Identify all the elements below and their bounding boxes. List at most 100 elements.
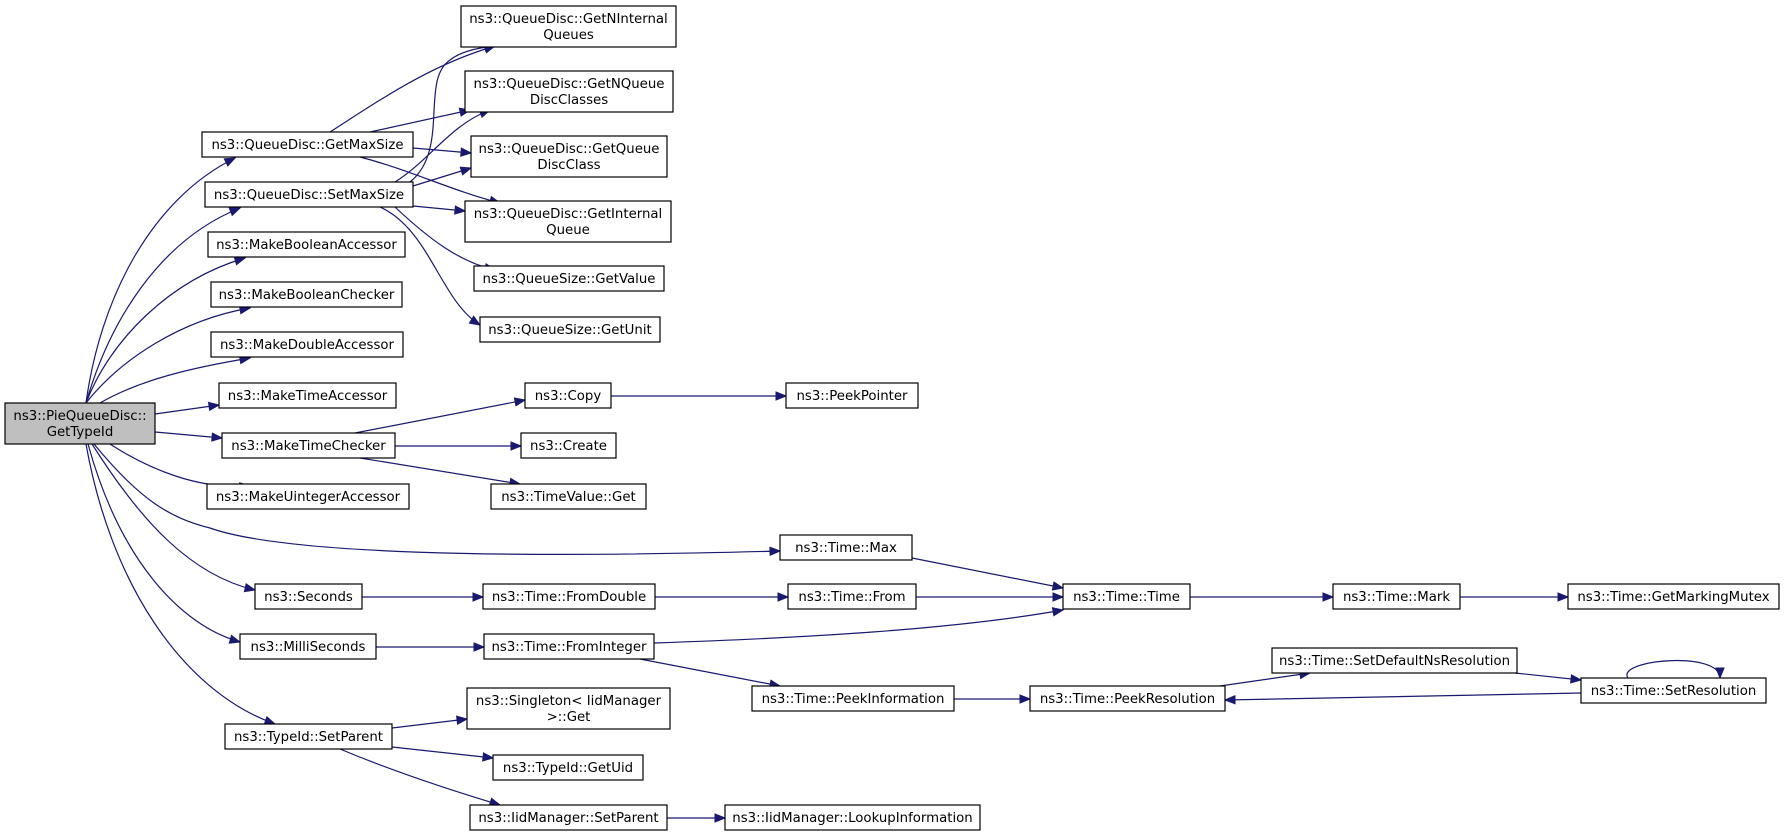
edge-setMaxSize-to-queueSizeGetUnit (379, 206, 482, 326)
node-fromDouble[interactable]: ns3::Time::FromDouble (482, 583, 656, 610)
node-box (254, 583, 363, 610)
arrowhead-icon (1052, 592, 1065, 602)
edge-root-to-getMaxSize (85, 157, 237, 404)
node-setParent[interactable]: ns3::TypeId::SetParent (224, 723, 393, 750)
arrowhead-icon (1322, 592, 1335, 602)
node-label: ns3::Copy (535, 389, 602, 404)
node-timeFrom[interactable]: ns3::Time::From (787, 583, 917, 610)
node-getUid[interactable]: ns3::TypeId::GetUid (492, 754, 644, 781)
node-singletonGet[interactable]: ns3::Singleton< IidManager>::Get (466, 687, 671, 730)
edge-line (85, 257, 246, 404)
node-box (779, 534, 913, 561)
node-box (206, 483, 410, 510)
node-queueSizeGetUnit[interactable]: ns3::QueueSize::GetUnit (479, 316, 661, 343)
arrowhead-icon (1051, 581, 1065, 591)
node-label: ns3::Time::From (798, 590, 905, 605)
node-box (479, 316, 661, 343)
node-box (1029, 685, 1226, 712)
node-timeMax[interactable]: ns3::Time::Max (779, 534, 913, 561)
arrowhead-icon (1715, 667, 1725, 680)
node-timeValueGet[interactable]: ns3::TimeValue::Get (490, 483, 647, 510)
node-makeBooleanChecker[interactable]: ns3::MakeBooleanChecker (210, 281, 403, 308)
edge-line (391, 746, 494, 759)
node-label: ns3::PeekPointer (796, 389, 908, 404)
node-box (469, 804, 668, 831)
node-label: ns3::Seconds (264, 590, 353, 605)
edge-line (87, 443, 241, 643)
node-makeDoubleAccessor[interactable]: ns3::MakeDoubleAccessor (210, 331, 404, 358)
node-timeMark[interactable]: ns3::Time::Mark (1332, 583, 1461, 610)
node-label: GetTypeId (47, 425, 114, 440)
edge-root-to-timeMax (93, 443, 782, 557)
arrowhead-icon (459, 166, 473, 176)
edge-line (359, 156, 501, 204)
node-box (460, 5, 677, 48)
arrowhead-icon (460, 147, 473, 157)
node-label: ns3::QueueDisc::SetMaxSize (214, 188, 404, 203)
node-fromInteger[interactable]: ns3::Time::FromInteger (483, 633, 655, 660)
node-box (1580, 677, 1767, 704)
node-box (787, 583, 917, 610)
node-box (724, 804, 981, 831)
edge-line (154, 431, 223, 439)
arrowhead-icon (777, 592, 790, 602)
node-label: ns3::Time::Mark (1343, 590, 1450, 605)
node-label: ns3::MakeBooleanChecker (219, 288, 395, 303)
node-setMaxSize[interactable]: ns3::QueueDisc::SetMaxSize (204, 181, 414, 208)
arrowhead-icon (482, 752, 495, 762)
node-box (207, 231, 406, 258)
node-peekResolution[interactable]: ns3::Time::PeekResolution (1029, 685, 1226, 712)
edge-root-to-makeTimeChecker (154, 431, 224, 442)
edge-fromInteger-to-peekInformation (639, 658, 782, 689)
node-box (239, 633, 377, 660)
node-label: ns3::TimeValue::Get (501, 490, 636, 505)
node-label: ns3::IidManager::SetParent (478, 811, 658, 826)
edge-setParent-to-iidSetParent (339, 748, 502, 807)
node-iidSetParent[interactable]: ns3::IidManager::SetParent (469, 804, 668, 831)
edge-milliSeconds-to-fromInteger (376, 642, 486, 652)
node-queueSizeGetValue[interactable]: ns3::QueueSize::GetValue (473, 265, 665, 292)
node-label: DiscClasses (530, 93, 608, 108)
node-label: ns3::TypeId::SetParent (234, 730, 383, 745)
node-timeTime[interactable]: ns3::Time::Time (1062, 583, 1191, 610)
node-makeBooleanAccessor[interactable]: ns3::MakeBooleanAccessor (207, 231, 406, 258)
node-milliSeconds[interactable]: ns3::MilliSeconds (239, 633, 377, 660)
node-box (524, 382, 612, 409)
node-copy[interactable]: ns3::Copy (524, 382, 612, 409)
node-makeTimeAccessor[interactable]: ns3::MakeTimeAccessor (218, 382, 397, 409)
node-peekPointer[interactable]: ns3::PeekPointer (785, 382, 919, 409)
node-label: ns3::MakeTimeChecker (231, 439, 386, 454)
edge-line (391, 718, 468, 729)
node-box (464, 70, 674, 113)
arrowhead-icon (243, 583, 257, 593)
node-box (785, 382, 919, 409)
edge-line (1626, 659, 1721, 679)
node-label: ns3::MakeDoubleAccessor (220, 338, 395, 353)
node-makeUintegerAccessor[interactable]: ns3::MakeUintegerAccessor (206, 483, 410, 510)
arrowhead-icon (473, 642, 486, 652)
arrowhead-icon (454, 205, 467, 215)
edge-timeMax-to-timeTime (911, 557, 1065, 591)
node-makeTimeChecker[interactable]: ns3::MakeTimeChecker (221, 432, 396, 459)
node-getMaxSize[interactable]: ns3::QueueDisc::GetMaxSize (201, 131, 414, 158)
edge-getMaxSize-to-getNQueueDiscClasses (369, 107, 472, 133)
node-setDefaultNsResolution[interactable]: ns3::Time::SetDefaultNsResolution (1271, 647, 1518, 674)
edge-peekInformation-to-peekResolution (954, 694, 1032, 704)
node-label: Queue (546, 223, 590, 238)
node-setResolution[interactable]: ns3::Time::SetResolution (1580, 677, 1767, 704)
node-create[interactable]: ns3::Create (520, 432, 617, 459)
node-seconds[interactable]: ns3::Seconds (254, 583, 363, 610)
node-root[interactable]: ns3::PieQueueDisc::GetTypeId (4, 402, 156, 445)
arrowhead-icon (714, 813, 727, 823)
edge-iidSetParent-to-lookupInformation (667, 813, 727, 823)
node-lookupInformation[interactable]: ns3::IidManager::LookupInformation (724, 804, 981, 831)
node-peekInformation[interactable]: ns3::Time::PeekInformation (751, 685, 955, 712)
edge-line (911, 557, 1064, 589)
node-getMarkingMutex[interactable]: ns3::Time::GetMarkingMutex (1567, 583, 1780, 610)
arrowhead-icon (207, 401, 221, 412)
edge-root-to-setMaxSize (85, 207, 242, 404)
